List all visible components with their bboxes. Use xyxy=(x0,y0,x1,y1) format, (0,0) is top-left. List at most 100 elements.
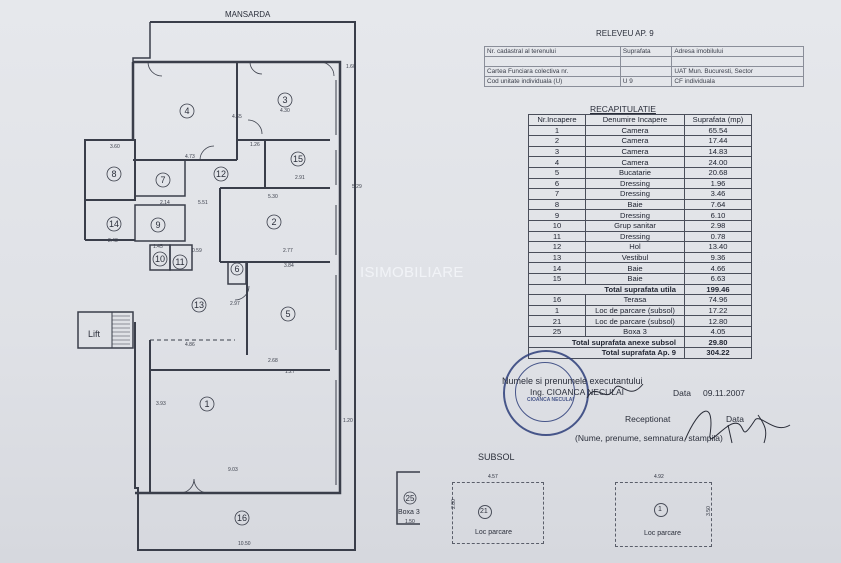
room-number: 10 xyxy=(155,254,165,264)
room-number-cell: 9 xyxy=(528,209,586,221)
dimension-label: 1.27 xyxy=(285,369,295,375)
room-number-cell: 16 xyxy=(528,294,586,306)
room-name-cell: Camera xyxy=(585,135,685,147)
receptionat-label: Receptionat xyxy=(625,414,671,424)
parking-number: 21 xyxy=(480,508,488,515)
floor-plan: 1 2 3 4 5 6 7 8 9 10 11 12 13 14 15 16 2… xyxy=(77,10,420,551)
room-number: 2 xyxy=(271,217,276,227)
room-name-cell: Dressing xyxy=(585,188,685,200)
date-label: Data xyxy=(673,388,691,398)
dimension-label: 9.03 xyxy=(228,467,238,473)
room-name-cell: Camera xyxy=(585,156,685,168)
dimension-label: 2.68 xyxy=(268,358,278,364)
room-number-cell: 7 xyxy=(528,188,586,200)
parking-spot-1: 4.92 3.50 1 Loc parcare xyxy=(615,474,712,547)
area-cell: 14.83 xyxy=(684,145,752,158)
dimension-label: 1.26 xyxy=(250,142,260,148)
releveu-title: RELEVEU AP. 9 xyxy=(596,29,654,38)
parking-width: 4.92 xyxy=(654,474,664,480)
area-cell: 17.44 xyxy=(684,135,752,147)
watermark: ISIMOBILIARE xyxy=(360,264,464,281)
parking-spot-21: 4.57 2.80 21 Loc parcare xyxy=(451,474,544,544)
room-number: 8 xyxy=(111,169,116,179)
room-name-cell: Hol xyxy=(585,241,685,253)
info-cell: Suprafata xyxy=(619,46,673,57)
room-name-cell: Loc de parcare (subsol) xyxy=(585,315,685,327)
room-number-cell: 12 xyxy=(528,241,586,253)
parking-label: Loc parcare xyxy=(475,529,512,536)
dimension-label: 4.86 xyxy=(185,342,195,348)
room-number: 12 xyxy=(216,169,226,179)
room-number-cell: 6 xyxy=(528,177,586,190)
dimension-label: 10.50 xyxy=(238,541,251,547)
column-header: Nr.Incapere xyxy=(528,114,586,126)
dimension-label: 2.91 xyxy=(295,175,305,181)
dimension-label: 0.59 xyxy=(192,248,202,254)
room-number: 14 xyxy=(109,219,119,229)
room-number: 15 xyxy=(293,154,303,164)
area-cell: 12.80 xyxy=(684,315,752,327)
property-info-table: Nr. cadastral al terenului Suprafata Adr… xyxy=(484,46,804,87)
date-value: 09.11.2007 xyxy=(703,388,745,398)
room-number: 5 xyxy=(285,309,290,319)
date-label: Data xyxy=(726,414,744,424)
area-cell: 9.36 xyxy=(684,251,752,264)
area-cell: 1.96 xyxy=(684,177,752,190)
area-cell: 0.78 xyxy=(684,230,752,243)
parking-width: 4.57 xyxy=(488,474,498,480)
info-cell: Adresa imobilului xyxy=(671,46,804,57)
dimension-label: 2.97 xyxy=(230,301,240,307)
executant-name: Ing. CIOANCA NECULAI xyxy=(530,387,625,397)
room-number: 11 xyxy=(175,257,184,267)
room-name-cell: Dressing xyxy=(585,177,685,190)
room-number-cell: 21 xyxy=(528,315,586,327)
room-number-cell: 15 xyxy=(528,272,586,285)
boxa-dimension: 1.50 xyxy=(405,519,415,525)
area-cell: 65.54 xyxy=(684,124,752,137)
dimension-label: 3.93 xyxy=(156,401,166,407)
room-number-cell: 5 xyxy=(528,166,586,179)
room-number-cell: 13 xyxy=(528,251,586,264)
room-name-cell: Vestibul xyxy=(585,251,685,264)
room-name-cell: Terasa xyxy=(585,294,685,306)
area-cell: 3.46 xyxy=(684,188,752,200)
executant-label: Numele si prenumele executantului xyxy=(502,376,643,386)
area-cell: 4.66 xyxy=(684,262,752,274)
signature-instructions: (Nume, prenume, semnatura, stampila) xyxy=(575,433,723,443)
dimension-label: 4.73 xyxy=(185,154,195,160)
parking-number: 1 xyxy=(658,506,662,513)
room-number-cell: 4 xyxy=(528,156,586,168)
dimension-label: 3.84 xyxy=(284,263,294,269)
room-name-cell: Baie xyxy=(585,272,685,285)
stamp-text: CIOANCA NECULAI xyxy=(527,397,574,403)
room-name-cell: Dressing xyxy=(585,209,685,221)
dimension-label: 3.60 xyxy=(110,144,120,150)
room-name-cell: Loc de parcare (subsol) xyxy=(585,304,685,317)
room-name-cell: Baie xyxy=(585,198,685,211)
dimension-label: 1.45 xyxy=(153,244,163,250)
boxa-number: 25 xyxy=(406,494,415,503)
dimension-label: 2.14 xyxy=(160,200,170,206)
room-name-cell: Camera xyxy=(585,145,685,158)
info-cell: Cod unitate individuala (U) xyxy=(484,76,621,87)
dimension-label: 4.30 xyxy=(280,108,290,114)
room-number-cell: 10 xyxy=(528,219,586,232)
room-number-cell: 2 xyxy=(528,135,586,147)
room-name-cell: Baie xyxy=(585,262,685,274)
room-number: 1 xyxy=(204,399,209,409)
recap-table: Nr.Incapere Denumire Incapere Suprafata … xyxy=(528,114,752,359)
dimension-label: 5.30 xyxy=(268,194,278,200)
total-value: 304.22 xyxy=(684,347,752,359)
room-number: 16 xyxy=(237,513,247,523)
info-cell: CF individuala xyxy=(671,76,804,87)
